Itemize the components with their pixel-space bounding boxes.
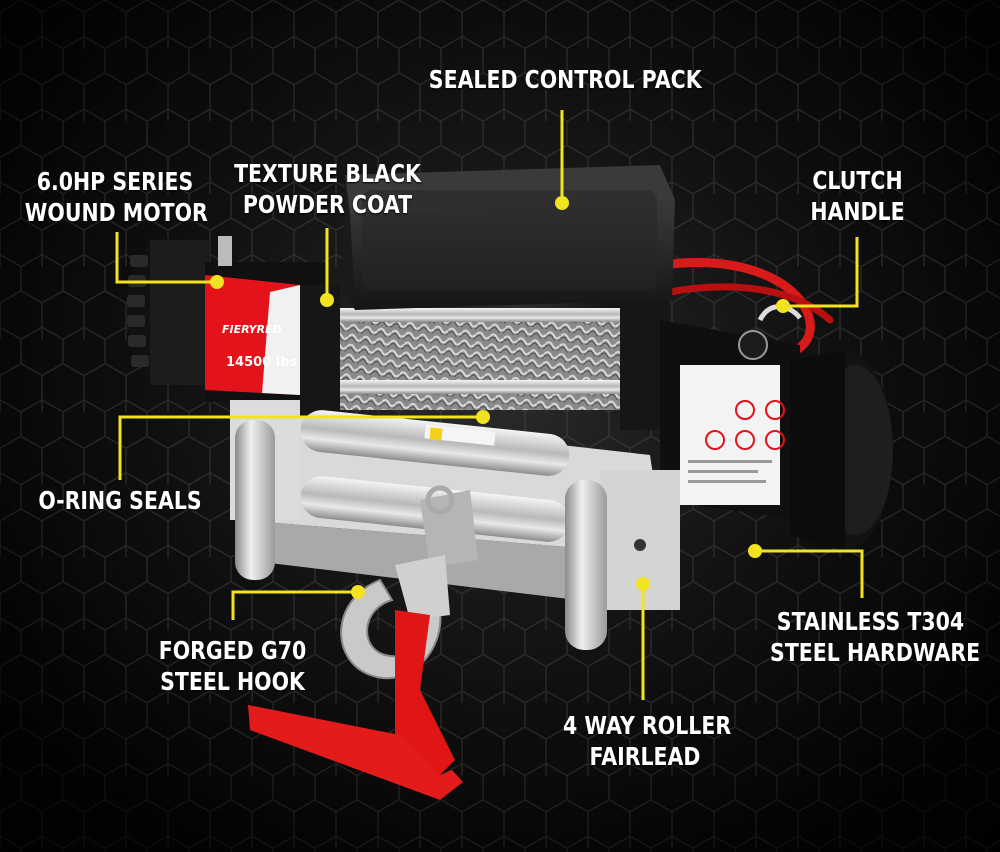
capacity-text: 14500 lbs <box>226 355 298 370</box>
callout-dot-hook <box>351 585 365 599</box>
callout-line-clutch <box>783 237 859 308</box>
brand-text: FIERYRED <box>222 323 282 336</box>
callout-line-hardware <box>755 549 864 598</box>
callout-dot-control-pack <box>555 196 569 210</box>
label-forged-hook: FORGED G70 STEEL HOOK <box>158 636 307 696</box>
label-motor: 6.0HP SERIES WOUND MOTOR <box>24 167 208 227</box>
callout-dot-motor <box>210 275 224 289</box>
callout-dot-hardware <box>748 544 762 558</box>
label-stainless-hardware: STAINLESS T304 STEEL HARDWARE <box>770 607 981 667</box>
label-sealed-control-pack: SEALED CONTROL PACK <box>428 65 702 94</box>
callout-dot-o-ring <box>476 410 490 424</box>
callout-line-motor <box>115 232 215 284</box>
label-o-ring-seals: O-RING SEALS <box>38 486 202 515</box>
callout-dot-fairlead <box>636 577 650 591</box>
label-roller-fairlead: 4 WAY ROLLER FAIRLEAD <box>563 711 732 771</box>
callout-line-hook <box>231 590 358 620</box>
callout-dot-powder-coat <box>320 293 334 307</box>
callout-line-o-ring <box>118 415 483 480</box>
label-clutch-handle: CLUTCH HANDLE <box>810 166 905 226</box>
label-powder-coat: TEXTURE BLACK POWDER COAT <box>234 159 421 219</box>
callout-dot-clutch <box>776 299 790 313</box>
